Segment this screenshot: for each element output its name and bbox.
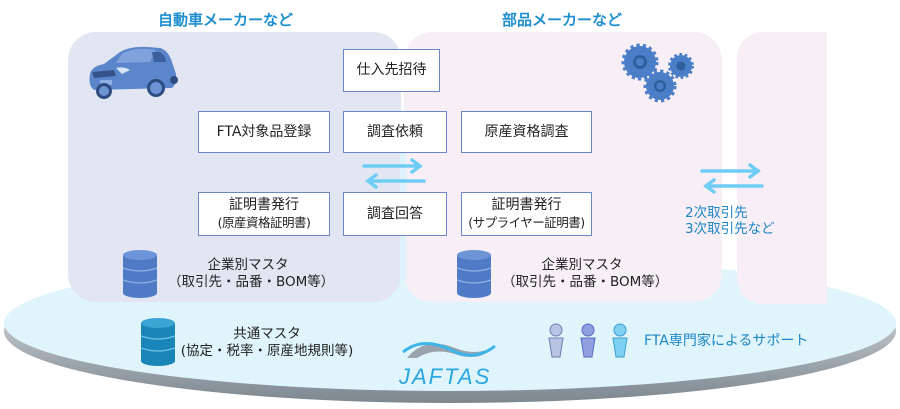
common-master-title: 共通マスタ — [233, 326, 301, 342]
database-icon-company-left — [122, 250, 158, 298]
person-icon-2 — [580, 323, 596, 358]
investigation-response-label: 調査回答 — [367, 205, 423, 222]
company-master-left: 企業別マスタ （取引先・品番・BOM等） — [168, 257, 335, 291]
certificate-issue-left-title: 証明書発行 — [229, 197, 299, 213]
parts-maker-heading: 部品メーカーなど — [502, 11, 623, 29]
common-master: 共通マスタ (協定・税率・原産地規則等) — [172, 326, 362, 360]
origin-qualification-investigation-label: 原産資格調査 — [484, 123, 569, 140]
tier3-supplier-label: 3次取引先など — [685, 221, 775, 237]
invite-supplier-label: 仕入先招待 — [356, 62, 427, 78]
jaftas-logo-text: JAFTAS — [398, 364, 491, 389]
investigation-request-label: 調査依頼 — [367, 123, 423, 140]
gears-icon — [621, 43, 694, 103]
invite-supplier-box[interactable]: 仕入先招待 — [343, 49, 440, 92]
exchange-arrows-icon — [362, 158, 426, 189]
certificate-issue-right-box[interactable]: 証明書発行 (サプライヤー証明書) — [461, 192, 592, 236]
database-icon-common — [140, 318, 176, 366]
exchange-arrows-right-icon — [700, 163, 764, 194]
certificate-issue-right-sub: (サプライヤー証明書) — [468, 215, 585, 230]
investigation-response-box[interactable]: 調査回答 — [343, 192, 447, 236]
car-icon — [89, 46, 178, 99]
certificate-issue-left-box[interactable]: 証明書発行 (原産資格証明書) — [198, 192, 330, 236]
person-icon-3 — [612, 323, 628, 358]
company-master-right-sub: （取引先・品番・BOM等） — [502, 274, 669, 290]
automaker-heading: 自動車メーカーなど — [158, 11, 294, 29]
company-master-right-title: 企業別マスタ — [541, 257, 623, 273]
company-master-right: 企業別マスタ （取引先・品番・BOM等） — [502, 257, 669, 291]
fta-expert-support-label: FTA専門家によるサポート — [644, 333, 809, 349]
origin-qualification-investigation-box[interactable]: 原産資格調査 — [461, 111, 592, 153]
investigation-request-box[interactable]: 調査依頼 — [343, 111, 447, 153]
person-icon-1 — [548, 323, 564, 358]
company-master-left-sub: （取引先・品番・BOM等） — [168, 274, 335, 290]
common-master-sub: (協定・税率・原産地規則等) — [180, 343, 354, 359]
jaftas-logo: JAFTAS — [398, 342, 496, 389]
fta-product-registration-label: FTA対象品登録 — [216, 123, 312, 140]
certificate-issue-right-title: 証明書発行 — [491, 197, 562, 213]
certificate-issue-left-sub: (原産資格証明書) — [217, 215, 311, 230]
fta-product-registration-box[interactable]: FTA対象品登録 — [198, 111, 330, 153]
database-icon-company-right — [456, 250, 492, 298]
company-master-left-title: 企業別マスタ — [207, 257, 289, 273]
tier2-supplier-label: 2次取引先 — [685, 205, 748, 221]
